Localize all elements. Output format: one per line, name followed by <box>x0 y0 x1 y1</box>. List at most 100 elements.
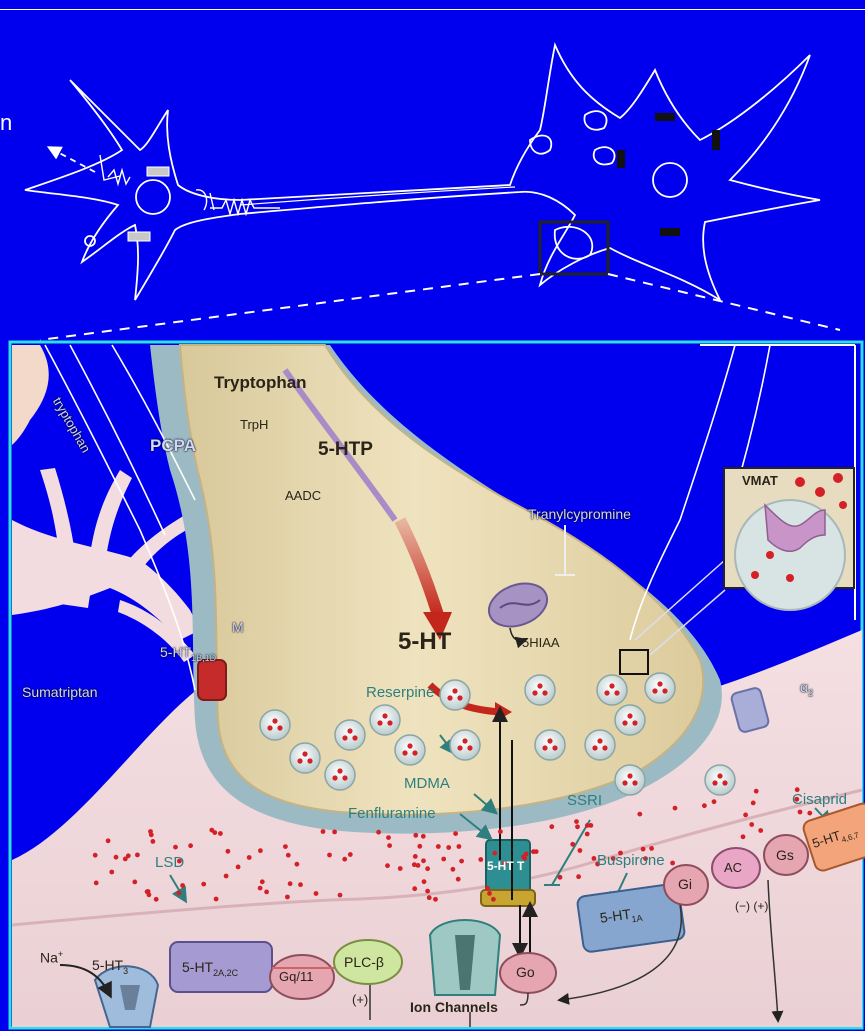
vesicle-serotonin-dot <box>592 745 597 750</box>
edge-letter: n <box>0 112 12 134</box>
ion-channel <box>430 920 500 995</box>
cleft-serotonin-dot <box>93 853 98 858</box>
cleft-serotonin-dot <box>126 853 131 858</box>
vesicle-serotonin-dot <box>597 738 602 743</box>
cleft-serotonin-dot <box>585 832 590 837</box>
cleft-serotonin-dot <box>151 839 156 844</box>
vesicle-serotonin-dot <box>632 720 637 725</box>
cleft-serotonin-dot <box>258 848 263 853</box>
label-mdma: MDMA <box>404 776 450 791</box>
label-vmat: VMAT <box>742 474 778 487</box>
vesicle-serotonin-dot <box>377 720 382 725</box>
cleft-serotonin-dot <box>576 874 581 879</box>
label-fenfluramine: Fenfluramine <box>348 806 436 821</box>
label-pcpa: PCPA <box>150 437 196 454</box>
cleft-serotonin-dot <box>578 848 583 853</box>
cleft-serotonin-dot <box>226 849 231 854</box>
postsynaptic-nucleus <box>653 163 687 197</box>
vesicle <box>440 680 470 710</box>
vesicle-serotonin-dot <box>552 745 557 750</box>
vesicle-serotonin-dot <box>337 768 342 773</box>
label-ac: AC <box>724 861 742 874</box>
vesicle-serotonin-dot <box>462 738 467 743</box>
cleft-serotonin-dot <box>387 843 392 848</box>
label-5-ht-t: 5-HT T <box>487 860 524 872</box>
cleft-serotonin-dot <box>173 845 178 850</box>
label-5hiaa: 5HIAA <box>522 636 560 649</box>
cleft-serotonin-dot <box>574 819 579 824</box>
cleft-serotonin-dot <box>218 831 223 836</box>
cleft-serotonin-dot <box>575 824 580 829</box>
vesicle <box>645 673 675 703</box>
vesicle-serotonin-dot <box>542 745 547 750</box>
cleft-serotonin-dot <box>487 891 492 896</box>
vesicle-serotonin-dot <box>622 720 627 725</box>
cleft-serotonin-dot <box>673 806 678 811</box>
cleft-serotonin-dot <box>132 880 137 885</box>
cleft-serotonin-dot <box>286 853 291 858</box>
vesicle <box>370 705 400 735</box>
cleft-serotonin-dot <box>412 886 417 891</box>
cleft-serotonin-dot <box>441 857 446 862</box>
cleft-serotonin-dot <box>422 879 427 884</box>
vesicle <box>615 765 645 795</box>
cleft-serotonin-dot <box>145 889 150 894</box>
vesicle-serotonin-dot <box>532 690 537 695</box>
label-5-htp: 5-HTP <box>318 440 373 459</box>
cleft-serotonin-dot <box>478 857 483 862</box>
cleft-serotonin-dot <box>412 862 417 867</box>
cleft-serotonin-dot <box>459 859 464 864</box>
cleft-serotonin-dot <box>258 886 263 891</box>
cleft-serotonin-dot <box>670 861 675 866</box>
vesicle-serotonin-dot <box>342 735 347 740</box>
cleft-serotonin-dot <box>421 834 426 839</box>
label-gq11: Gq/11 <box>279 970 313 983</box>
cleft-serotonin-dot <box>94 881 99 886</box>
cleft-serotonin-dot <box>749 822 754 827</box>
label-cisapride: Cisaprid <box>792 792 847 807</box>
cleft-serotonin-dot <box>385 863 390 868</box>
vesicle-serotonin-dot <box>352 735 357 740</box>
cleft-serotonin-dot <box>413 833 418 838</box>
vesicle-serotonin-dot <box>277 725 282 730</box>
cleft-serotonin-dot <box>298 882 303 887</box>
label-5-ht2: 5-HT2A,2C <box>182 960 238 978</box>
vesicle <box>535 730 565 760</box>
cleft-serotonin-dot <box>288 881 293 886</box>
cleft-serotonin-dot <box>451 867 456 872</box>
cleft-serotonin-dot <box>338 893 343 898</box>
cleft-serotonin-dot <box>433 897 438 902</box>
vesicle-serotonin-dot <box>302 751 307 756</box>
cleft-serotonin-dot <box>589 823 594 828</box>
vesicle-serotonin-dot <box>722 780 727 785</box>
cleft-serotonin-dot <box>446 845 451 850</box>
cleft-serotonin-dot <box>498 829 503 834</box>
cleft-serotonin-dot <box>531 849 536 854</box>
label-5-ht1bd: 5-HT1B,1D <box>160 645 216 663</box>
cleft-serotonin-dot <box>758 828 763 833</box>
label-sumatriptan: Sumatriptan <box>22 685 97 699</box>
cleft-serotonin-dot <box>637 812 642 817</box>
cleft-serotonin-dot <box>295 862 300 867</box>
neuron-overview <box>0 9 865 300</box>
cleft-serotonin-dot <box>260 879 265 884</box>
vesicle-serotonin-dot <box>537 683 542 688</box>
label-5-ht3: 5-HT3 <box>92 958 128 976</box>
vesicle-serotonin-dot <box>382 713 387 718</box>
label-aadc: AADC <box>285 489 321 502</box>
cleft-serotonin-dot <box>283 844 288 849</box>
cleft-serotonin-dot <box>327 853 332 858</box>
vesicle-serotonin-dot <box>342 775 347 780</box>
cleft-serotonin-dot <box>425 889 430 894</box>
cleft-serotonin-dot <box>741 834 746 839</box>
cleft-serotonin-dot <box>457 844 462 849</box>
cleft-serotonin-dot <box>641 847 646 852</box>
cleft-serotonin-dot <box>376 830 381 835</box>
cleft-serotonin-dot <box>224 874 229 879</box>
label-5-ht3-sub: 3 <box>123 966 128 976</box>
vesicle-serotonin-dot <box>652 688 657 693</box>
vesicle-serotonin-dot <box>347 728 352 733</box>
cleft-serotonin-dot <box>417 844 422 849</box>
cleft-serotonin-dot <box>177 891 182 896</box>
